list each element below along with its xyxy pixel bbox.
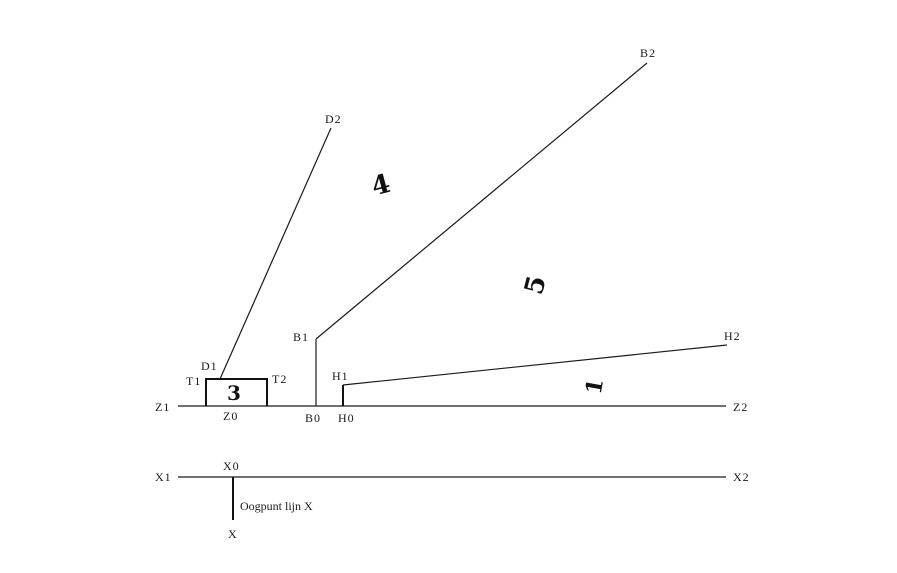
label-d1: D1 <box>201 359 218 373</box>
label-h1: H1 <box>332 369 349 383</box>
region-number-4: 4 <box>368 169 393 203</box>
label-x1: X1 <box>155 470 172 484</box>
label-x0: X0 <box>223 459 240 473</box>
label-d2: D2 <box>325 112 342 126</box>
label-z0: Z0 <box>223 409 238 423</box>
viewpoint-caption: Oogpunt lijn X <box>240 499 313 513</box>
label-x: X <box>228 527 238 541</box>
label-t1: T1 <box>186 374 201 388</box>
label-h2: H2 <box>724 329 741 343</box>
block-t1-t2 <box>205 378 268 406</box>
region-number-5: 5 <box>519 273 553 298</box>
label-x2: X2 <box>733 470 750 484</box>
label-z1: Z1 <box>155 400 170 414</box>
label-h0: H0 <box>338 411 355 425</box>
line-d1-d2 <box>219 127 332 380</box>
label-t2: T2 <box>272 372 287 386</box>
region-number-3: 3 <box>227 381 241 405</box>
region-number-1: 1 <box>581 377 609 397</box>
label-b1: B1 <box>293 330 309 344</box>
label-b2: B2 <box>640 46 656 60</box>
line-h1-h2 <box>342 344 728 386</box>
label-z2: Z2 <box>733 400 748 414</box>
line-b1-b2 <box>315 62 648 340</box>
label-b0: B0 <box>305 411 321 425</box>
